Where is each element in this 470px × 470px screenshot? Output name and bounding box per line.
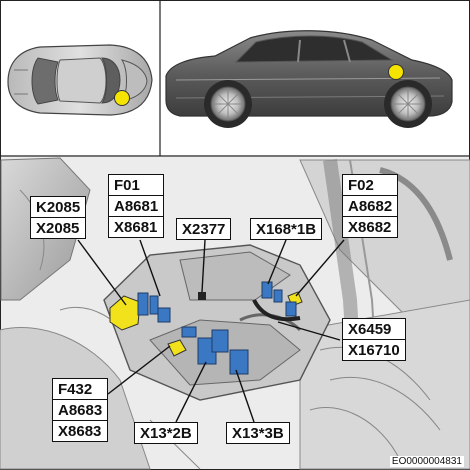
leader-lines: [77, 239, 345, 423]
label-x6459: X6459 X16710: [342, 318, 406, 361]
label-x2377: X2377: [176, 218, 232, 240]
label-f432-line1: F432: [58, 381, 93, 398]
label-k2085-line1: K2085: [36, 199, 81, 216]
label-f02-line3: X8682: [343, 216, 398, 237]
label-f432-line3: X8683: [53, 420, 108, 441]
label-k2085: K2085 X2085: [30, 196, 87, 239]
side-view-location-marker: [388, 64, 404, 80]
label-f02-line2: A8682: [343, 195, 398, 216]
label-x13-2b-line1: X13*2B: [140, 425, 192, 442]
label-x168-1b-line1: X168*1B: [256, 221, 317, 238]
label-x13-3b: X13*3B: [226, 422, 290, 444]
label-x168-1b: X168*1B: [250, 218, 323, 240]
label-f432: F432 A8683 X8683: [52, 378, 109, 442]
reference-code: EO0000004831: [389, 456, 464, 467]
top-view-location-marker: [114, 90, 130, 106]
label-x6459-line1: X6459: [348, 321, 392, 338]
car-side-view: [165, 30, 453, 128]
label-f01-line2: A8681: [109, 195, 164, 216]
label-x6459-line2: X16710: [343, 339, 405, 360]
label-x2377-line1: X2377: [182, 221, 226, 238]
label-f02: F02 A8682 X8682: [342, 174, 399, 238]
label-x13-2b: X13*2B: [134, 422, 198, 444]
label-f432-line2: A8683: [53, 399, 108, 420]
label-x13-3b-line1: X13*3B: [232, 425, 284, 442]
label-f01: F01 A8681 X8681: [108, 174, 165, 238]
label-f01-line3: X8681: [109, 216, 164, 237]
label-f01-line1: F01: [114, 177, 140, 194]
car-top-view: [7, 44, 153, 116]
label-k2085-line2: X2085: [31, 217, 86, 238]
label-f02-line1: F02: [348, 177, 374, 194]
